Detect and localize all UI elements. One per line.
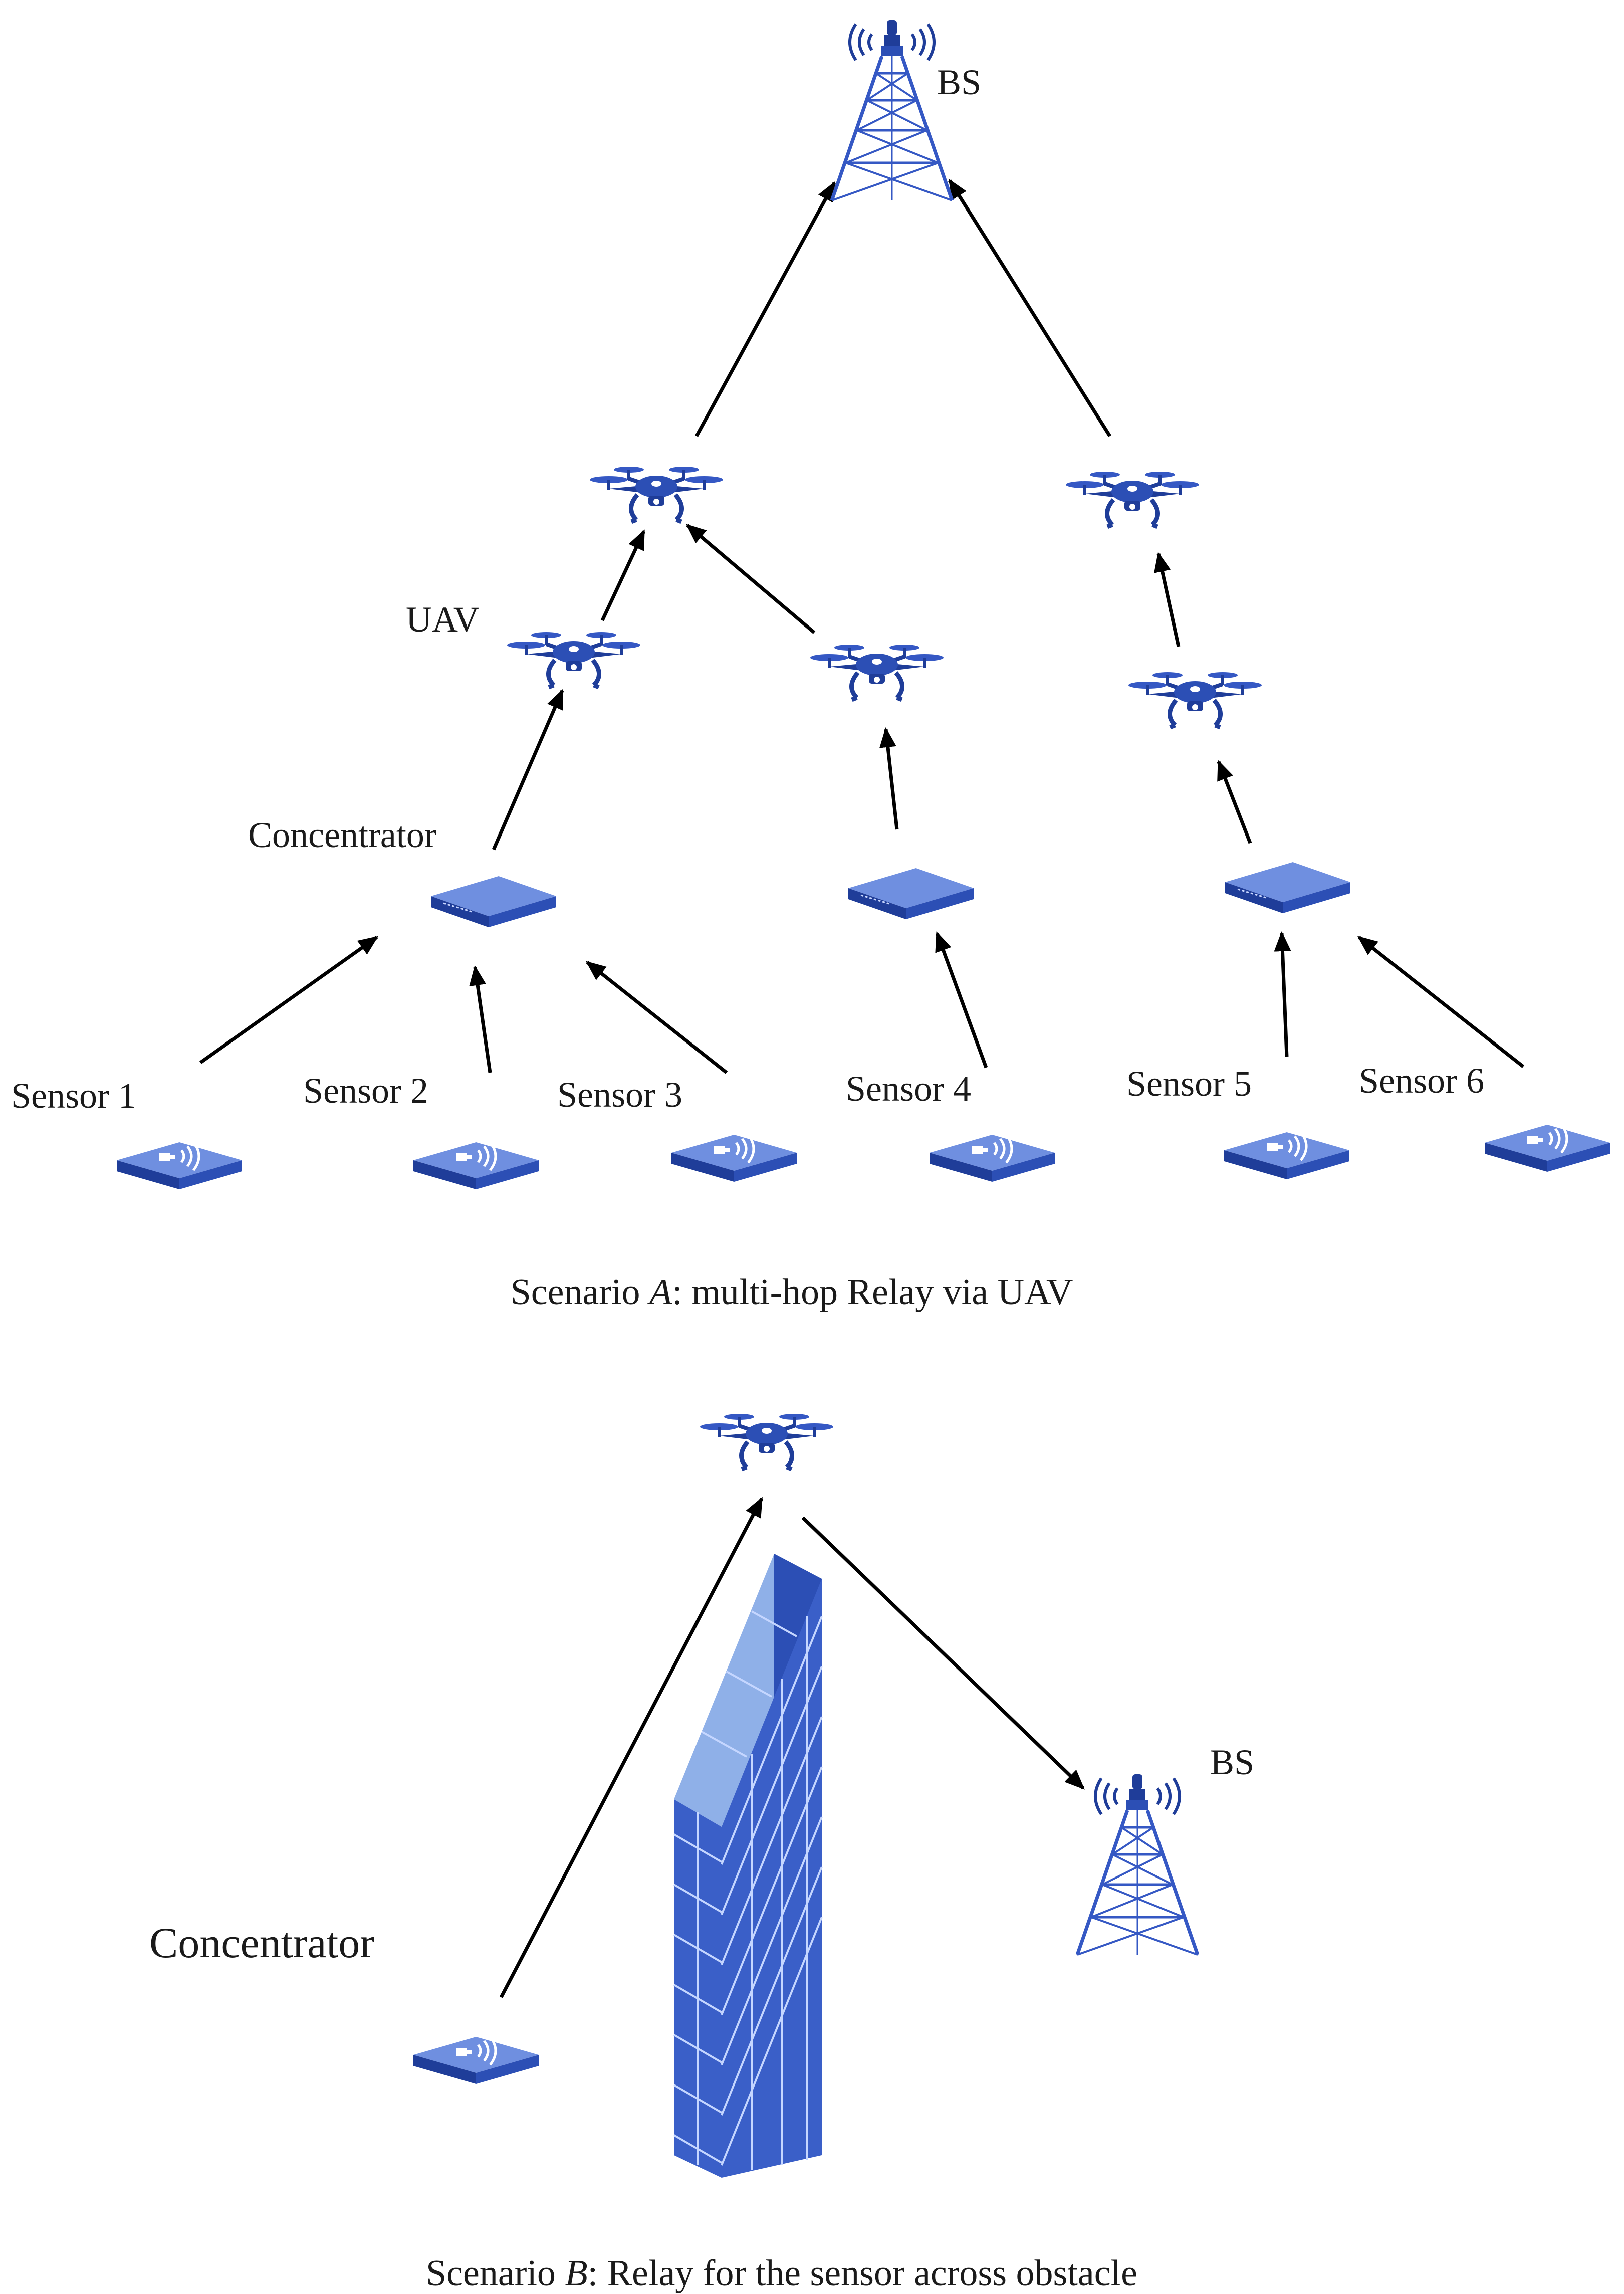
sensor-5-label: Sensor 5: [1126, 1064, 1252, 1104]
link-sensor-2-to-conc-1: [469, 965, 492, 1073]
bs-label: BS: [937, 62, 981, 102]
brick-wall-icon: [673, 1554, 823, 2178]
uav-b2-icon: [1128, 672, 1262, 727]
link-uav-a2-to-uav-a1: [600, 529, 646, 621]
link-sensor-4-to-conc-2: [935, 931, 988, 1069]
sensor-1-icon: [117, 1142, 242, 1189]
concentrator-b-label: Concentrator: [149, 1919, 374, 1967]
uav-label: UAV: [406, 599, 480, 640]
sensor-1-label: Sensor 1: [11, 1076, 136, 1116]
uav-relay-icon: [700, 1414, 833, 1469]
scenario-a-links: [199, 178, 1525, 1074]
bs-tower-icon: [832, 20, 952, 200]
sensor-3-label: Sensor 3: [557, 1075, 682, 1115]
sensor-4-icon: [930, 1135, 1055, 1182]
concentrator-1-icon: [430, 875, 557, 928]
bs-b-label: BS: [1210, 1742, 1254, 1782]
uav-a1-icon: [590, 467, 723, 522]
concentrator-3-icon: [1224, 861, 1351, 914]
concentrator-2-icon: [847, 867, 975, 920]
uav-b1-icon: [1066, 472, 1199, 527]
scenario-b: BS Concentrator Scenario B: Relay for th…: [149, 1414, 1254, 2294]
sensor-4-label: Sensor 4: [846, 1069, 971, 1109]
bs-tower-b-icon: [1077, 1774, 1198, 1955]
link-concentrator-to-uav: [499, 1497, 764, 1998]
concentrator-label: Concentrator: [248, 815, 436, 855]
link-conc-1-to-uav-a2: [492, 689, 564, 851]
sensor-3-icon: [671, 1135, 797, 1182]
concentrator-sensor-icon: [413, 2037, 539, 2084]
caption-scenario-b: Scenario B: Relay for the sensor across …: [426, 2253, 1137, 2294]
link-uav-a3-to-uav-a1: [685, 524, 816, 634]
sensor-2-label: Sensor 2: [303, 1071, 428, 1111]
sensor-5-icon: [1224, 1132, 1349, 1179]
link-sensor-3-to-conc-1: [585, 961, 728, 1074]
link-conc-3-to-uav-b2: [1217, 760, 1252, 844]
sensor-6-icon: [1485, 1125, 1610, 1172]
uav-a3-icon: [810, 645, 944, 700]
link-sensor-5-to-conc-3: [1274, 931, 1291, 1057]
link-sensor-6-to-conc-3: [1357, 936, 1525, 1068]
link-conc-2-to-uav-a3: [879, 727, 899, 830]
caption-scenario-a: Scenario A: multi-hop Relay via UAV: [511, 1272, 1073, 1313]
sensor-2-icon: [413, 1142, 539, 1189]
link-uav-a1-to-bs: [694, 181, 836, 437]
sensor-6-label: Sensor 6: [1359, 1061, 1484, 1101]
uav-a2-icon: [507, 632, 640, 687]
link-uav-b1-to-bs: [948, 178, 1111, 437]
link-uav-to-bs: [801, 1516, 1085, 1790]
scenario-a: BS UAV Concentrator Sensor 1 Sensor 2 Se…: [11, 20, 1610, 1313]
link-sensor-1-to-conc-1: [199, 936, 379, 1064]
link-uav-b2-to-uav-b1: [1153, 552, 1181, 647]
